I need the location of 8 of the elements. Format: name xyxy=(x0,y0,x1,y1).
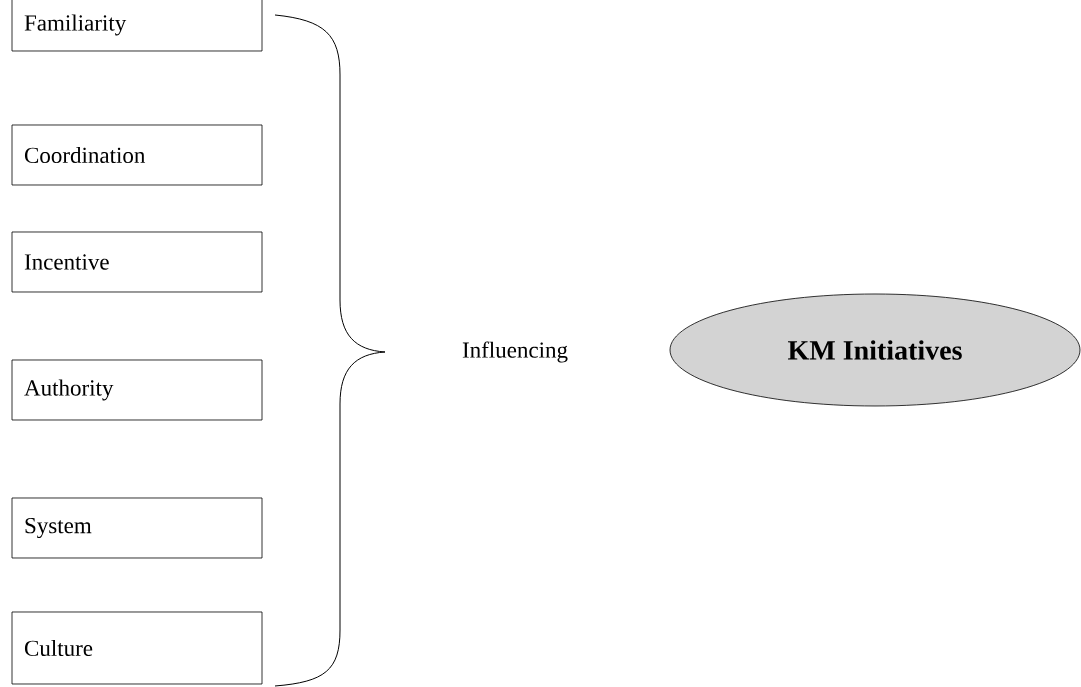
text-box: Incentive xyxy=(11,231,263,293)
text-box: Familiarity xyxy=(11,0,263,52)
text-box: Culture xyxy=(11,611,263,685)
text-box: System xyxy=(11,497,263,559)
text-box: Coordination xyxy=(11,124,263,186)
ellipse-node: KM Initiatives xyxy=(669,293,1081,407)
text-box: Authority xyxy=(11,359,263,421)
text-label: Influencing xyxy=(462,341,568,363)
